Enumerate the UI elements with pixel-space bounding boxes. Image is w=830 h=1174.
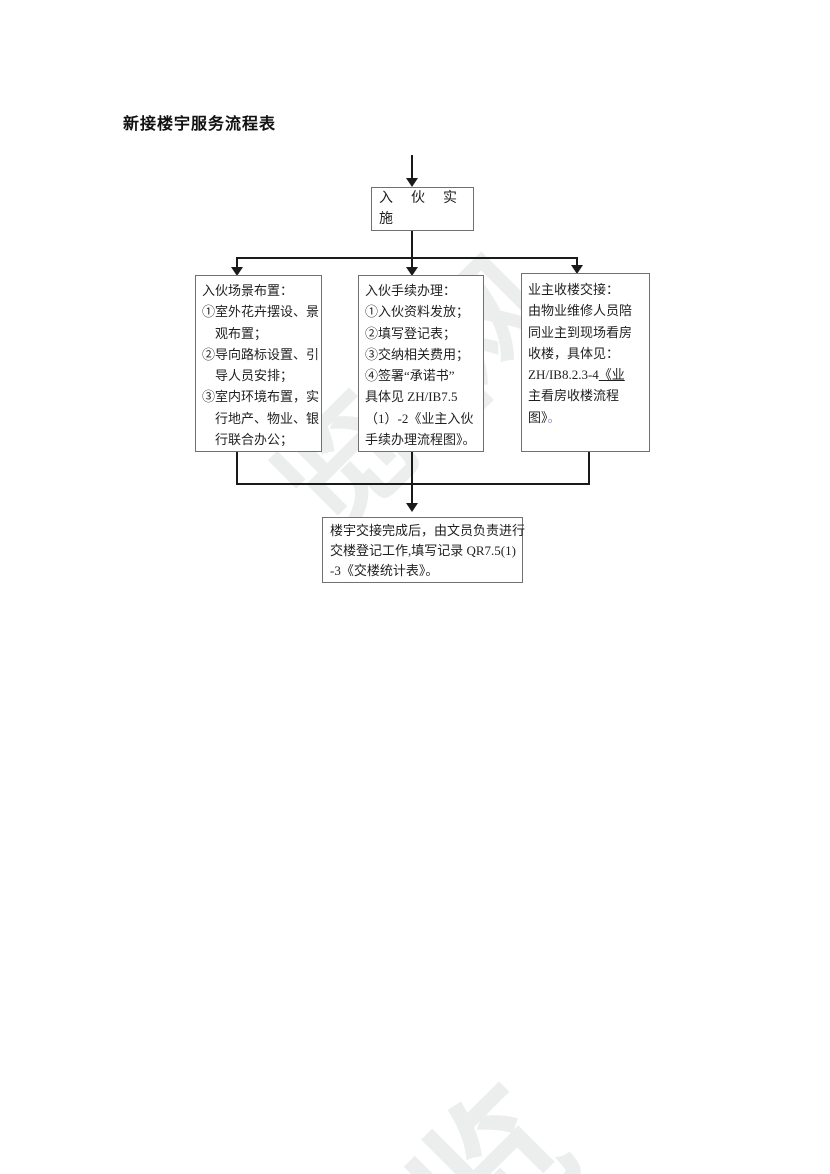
page-title: 新接楼宇服务流程表 — [123, 114, 277, 133]
reference-link-start: 《业 — [598, 367, 625, 383]
flow-node-text: ③交纳相关费用； — [365, 346, 470, 362]
link-period: 。 — [547, 409, 561, 425]
flow-node-text: 入伙手续办理： — [365, 283, 457, 298]
flow-node-procedure-handling: 入伙手续办理： ①入伙资料发放； ②填写登记表； ③交纳相关费用； ④签署“承诺… — [358, 275, 484, 452]
flow-node-text: （1）-2《业主入伙 — [365, 410, 474, 426]
flow-node-text: 图》 — [528, 409, 548, 425]
flow-node-text: ②导向路标设置、引 — [202, 346, 320, 362]
flow-node-text: ③室内环境布置，实 — [202, 389, 320, 405]
flow-node-text: ④签署“承诺书” — [365, 368, 455, 384]
connector-topbox-down — [411, 231, 413, 258]
flow-node-text: 导人员安排； — [202, 368, 294, 384]
flow-node-text: 由物业维修人员陪 — [528, 303, 633, 319]
connector-drop-right — [576, 258, 578, 270]
arrowhead-into-middle-box — [406, 267, 418, 276]
connector-branch-horizontal — [236, 257, 578, 259]
flow-node-text: 具体见 ZH/IB7.5 — [365, 389, 458, 405]
flow-node-text: 观布置； — [202, 325, 268, 341]
reference-code: ZH/IB8.2.3-4 — [528, 367, 599, 383]
flow-node-text: 入伙实 — [379, 191, 475, 206]
flow-node-text: 行地产、物业、银 — [202, 410, 320, 426]
flow-node-text: 业主收楼交接： — [528, 282, 620, 297]
flow-node-text: 收楼，具体见： — [528, 345, 620, 361]
flow-node-text: 主看房收楼流程 — [528, 388, 620, 404]
arrowhead-into-top-box — [406, 178, 418, 187]
flow-node-text: 行联合办公； — [202, 432, 294, 448]
flow-node-scene-setup: 入伙场景布置： ①室外花卉摆设、景 观布置； ②导向路标设置、引 导人员安排； … — [195, 275, 322, 452]
flow-node-reference-line: ZH/IB8.2.3-4《业 — [528, 364, 643, 385]
flow-node-text: 楼宇交接完成后，由文员负责进行 — [330, 523, 526, 538]
flow-node-text: 施 — [379, 212, 393, 227]
arrowhead-into-left-box — [231, 267, 243, 276]
flow-node-text: ①室外花卉摆设、景 — [202, 304, 320, 320]
connector-merge-horizontal — [236, 483, 590, 485]
flow-node-owner-handover: 业主收楼交接： 由物业维修人员陪 同业主到现场看房 收楼，具体见： ZH/IB8… — [521, 273, 650, 452]
flow-node-handover-registration: 楼宇交接完成后，由文员负责进行 交楼登记工作,填写记录 QR7.5(1) -3《… — [322, 517, 526, 583]
connector-drop-left — [236, 258, 238, 270]
connector-leftbox-down — [236, 452, 238, 484]
flow-node-text: ②填写登记表； — [365, 325, 457, 341]
arrowhead-into-right-box — [571, 265, 583, 274]
flow-node-text: ①入伙资料发放； — [365, 304, 470, 320]
watermark-glyph-bottom: 览 — [380, 1058, 610, 1174]
flow-node-text: 入伙场景布置： — [202, 283, 294, 298]
arrowhead-into-result-box — [406, 503, 418, 512]
flow-node-move-in-implementation: 入伙实 施 — [371, 187, 474, 231]
flow-node-text: -3《交楼统计表》。 — [330, 563, 439, 578]
flow-node-text: 手续办理流程图》。 — [365, 432, 476, 448]
connector-top-arrow-line — [411, 155, 413, 180]
connector-middlebox-down — [411, 452, 413, 504]
connector-rightbox-down — [588, 452, 590, 484]
flow-node-tail-line: 图》。 — [528, 407, 643, 428]
flow-node-text: 同业主到现场看房 — [528, 324, 633, 340]
flow-node-text: 交楼登记工作,填写记录 QR7.5(1) — [330, 543, 516, 558]
connector-drop-middle — [411, 258, 413, 270]
